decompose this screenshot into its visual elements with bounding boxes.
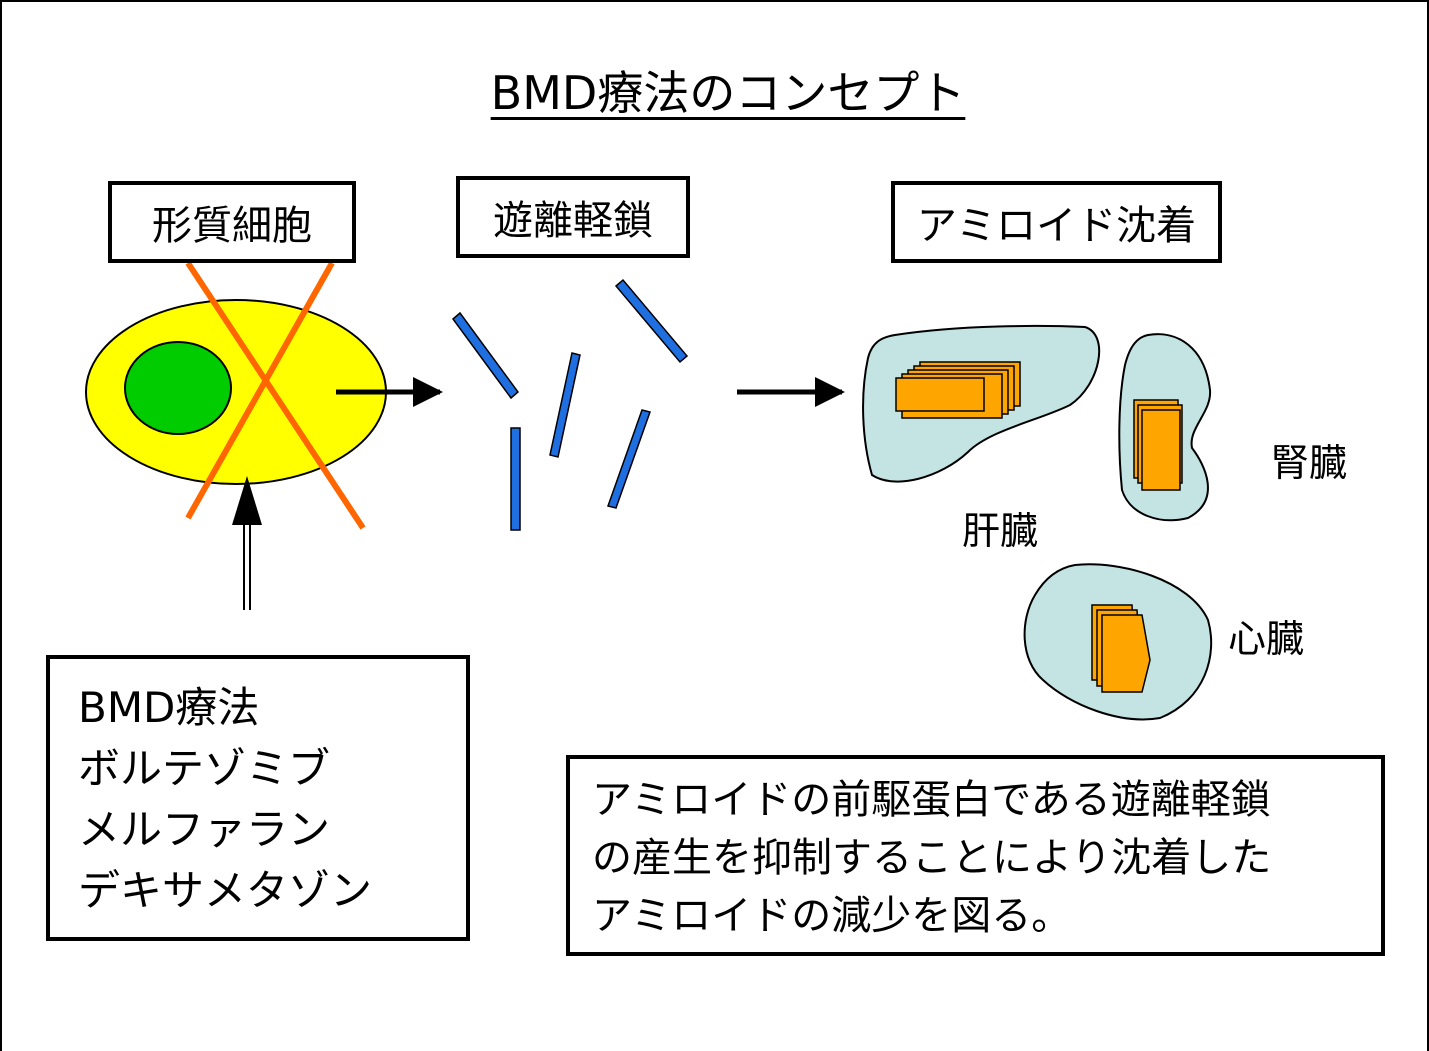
cross-line-1 [185, 261, 366, 530]
plasma-cell-label: 形質細胞 [152, 203, 312, 249]
kidney-label: 腎臓 [1271, 441, 1348, 485]
free-light-chain-label: 遊離軽鎖 [493, 198, 653, 244]
summary-line: アミロイドの前駆蛋白である遊離軽鎖 [592, 777, 1271, 823]
liver-label: 肝臓 [962, 509, 1039, 553]
therapy-line: デキサメタゾン [78, 866, 373, 915]
amyloid-deposition-box: アミロイド沈着 [891, 181, 1222, 263]
light-chain [549, 352, 581, 458]
page-title: BMD療法のコンセプト [490, 66, 966, 120]
liver-deposit [895, 361, 1021, 419]
therapy-line: BMD療法 [78, 683, 260, 732]
light-chain [510, 427, 521, 531]
arrow-therapy-to-cell [232, 476, 262, 610]
therapy-line: メルファラン [78, 805, 331, 854]
light-chain [451, 311, 520, 400]
summary-line: の産生を抑制することにより沈着した [592, 835, 1272, 881]
kidney-deposit [1133, 399, 1183, 491]
cell-nucleus [124, 341, 232, 435]
heart [1023, 563, 1213, 721]
therapy-box: BMD療法 ボルテゾミブ メルファラン デキサメタゾン [46, 655, 470, 941]
light-chain [614, 278, 689, 364]
summary-box: アミロイドの前駆蛋白である遊離軽鎖 の産生を抑制することにより沈着した アミロイ… [566, 755, 1385, 956]
heart-label: 心臓 [1228, 617, 1305, 661]
free-light-chains [451, 278, 689, 531]
plasma-cell [85, 261, 387, 530]
light-chain [607, 409, 651, 509]
cross-line-2 [185, 261, 335, 520]
therapy-line: ボルテゾミブ [78, 744, 331, 793]
plasma-cell-box: 形質細胞 [108, 181, 356, 263]
summary-line: アミロイドの減少を図る。 [592, 893, 1072, 939]
free-light-chain-box: 遊離軽鎖 [456, 176, 690, 258]
heart-deposit [1091, 604, 1151, 693]
kidney [1118, 333, 1212, 522]
liver [862, 324, 1101, 483]
amyloid-deposition-label: アミロイド沈着 [916, 203, 1197, 249]
